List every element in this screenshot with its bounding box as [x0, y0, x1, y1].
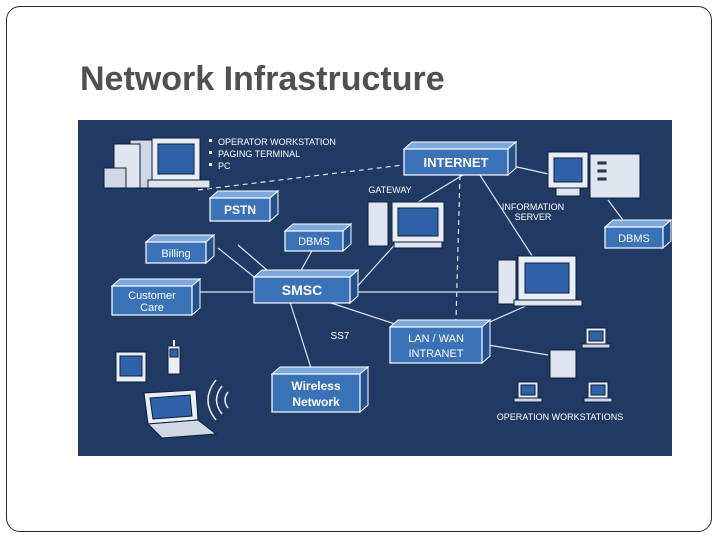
legend-bullet — [209, 163, 212, 166]
mobile-device-icon — [115, 351, 147, 383]
link-legend-internet — [197, 164, 404, 191]
node-label: LAN / WAN — [408, 333, 464, 345]
legend: OPERATOR WORKSTATION PAGING TERMINAL PC — [209, 137, 336, 171]
node-customer-care: Customer Care — [110, 277, 202, 317]
link-internet-lan — [455, 174, 461, 321]
operation-workstations-label: OPERATION WORKSTATIONS — [497, 412, 624, 422]
node-smsc: SMSC — [252, 268, 360, 305]
operator-workstation-icon — [103, 137, 211, 189]
legend-bullet — [209, 139, 212, 142]
laptop-icon — [143, 389, 218, 439]
node-label: Network — [292, 395, 340, 409]
wireless-signal-icon — [207, 379, 229, 421]
link-internet-pc — [477, 171, 539, 266]
gateway-label: GATEWAY — [368, 185, 411, 195]
node-label: INTRANET — [409, 348, 464, 360]
node-label: Customer — [128, 290, 176, 302]
node-label: INTERNET — [424, 155, 489, 170]
link-internet-server — [412, 171, 469, 206]
link-lan-workstations — [487, 344, 549, 356]
node-label: PSTN — [224, 203, 256, 217]
ss7-label: SS7 — [331, 331, 350, 342]
information-server-label: INFORMATION — [502, 202, 564, 212]
pc-center-icon — [497, 255, 583, 307]
legend-item: PAGING TERMINAL — [218, 149, 300, 159]
link-pc-dbms-right — [607, 199, 624, 221]
node-dbms-right: DBMS — [603, 218, 672, 250]
legend-item: PC — [218, 161, 231, 171]
pc-right-icon — [547, 151, 641, 199]
node-wireless-network: Wireless Network — [270, 365, 370, 414]
slide-title: Network Infrastructure — [80, 60, 445, 98]
link-smsc-wireless — [289, 301, 312, 369]
node-label: DBMS — [298, 236, 330, 248]
node-label: Wireless — [291, 379, 341, 393]
node-lan-wan: LAN / WAN INTRANET — [388, 318, 492, 365]
legend-bullet — [209, 151, 212, 154]
node-label: Care — [140, 302, 164, 314]
network-diagram: OPERATOR WORKSTATION PAGING TERMINAL PC — [78, 120, 672, 456]
node-internet: INTERNET — [402, 140, 518, 177]
node-billing: Billing — [144, 233, 216, 265]
node-label: DBMS — [618, 233, 650, 245]
operation-workstations-icon — [513, 327, 613, 403]
mobile-phone-icon — [167, 340, 181, 375]
link-smsc-billing — [217, 247, 259, 281]
information-server-label: SERVER — [515, 212, 552, 222]
node-label: Billing — [161, 248, 190, 260]
link-smsc-lan — [327, 301, 399, 326]
node-label: SMSC — [282, 282, 322, 298]
legend-item: OPERATOR WORKSTATION — [218, 137, 336, 147]
node-dbms-left: DBMS — [283, 222, 353, 253]
information-server-icon — [367, 201, 445, 249]
node-pstn: PSTN — [208, 189, 280, 223]
